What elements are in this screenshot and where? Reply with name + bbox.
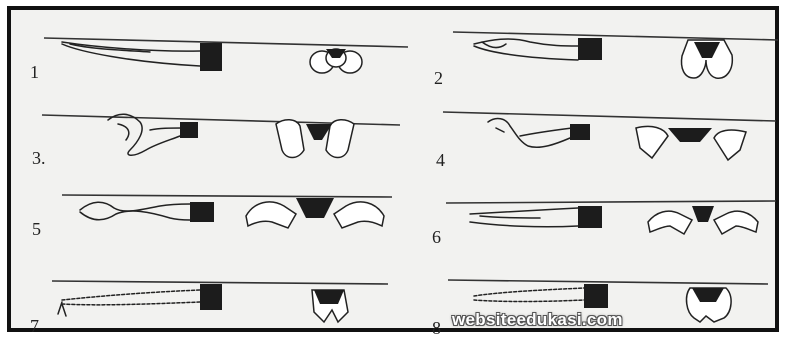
watermark: websiteedukasi.com xyxy=(452,310,623,330)
swim-trunks xyxy=(584,284,608,308)
